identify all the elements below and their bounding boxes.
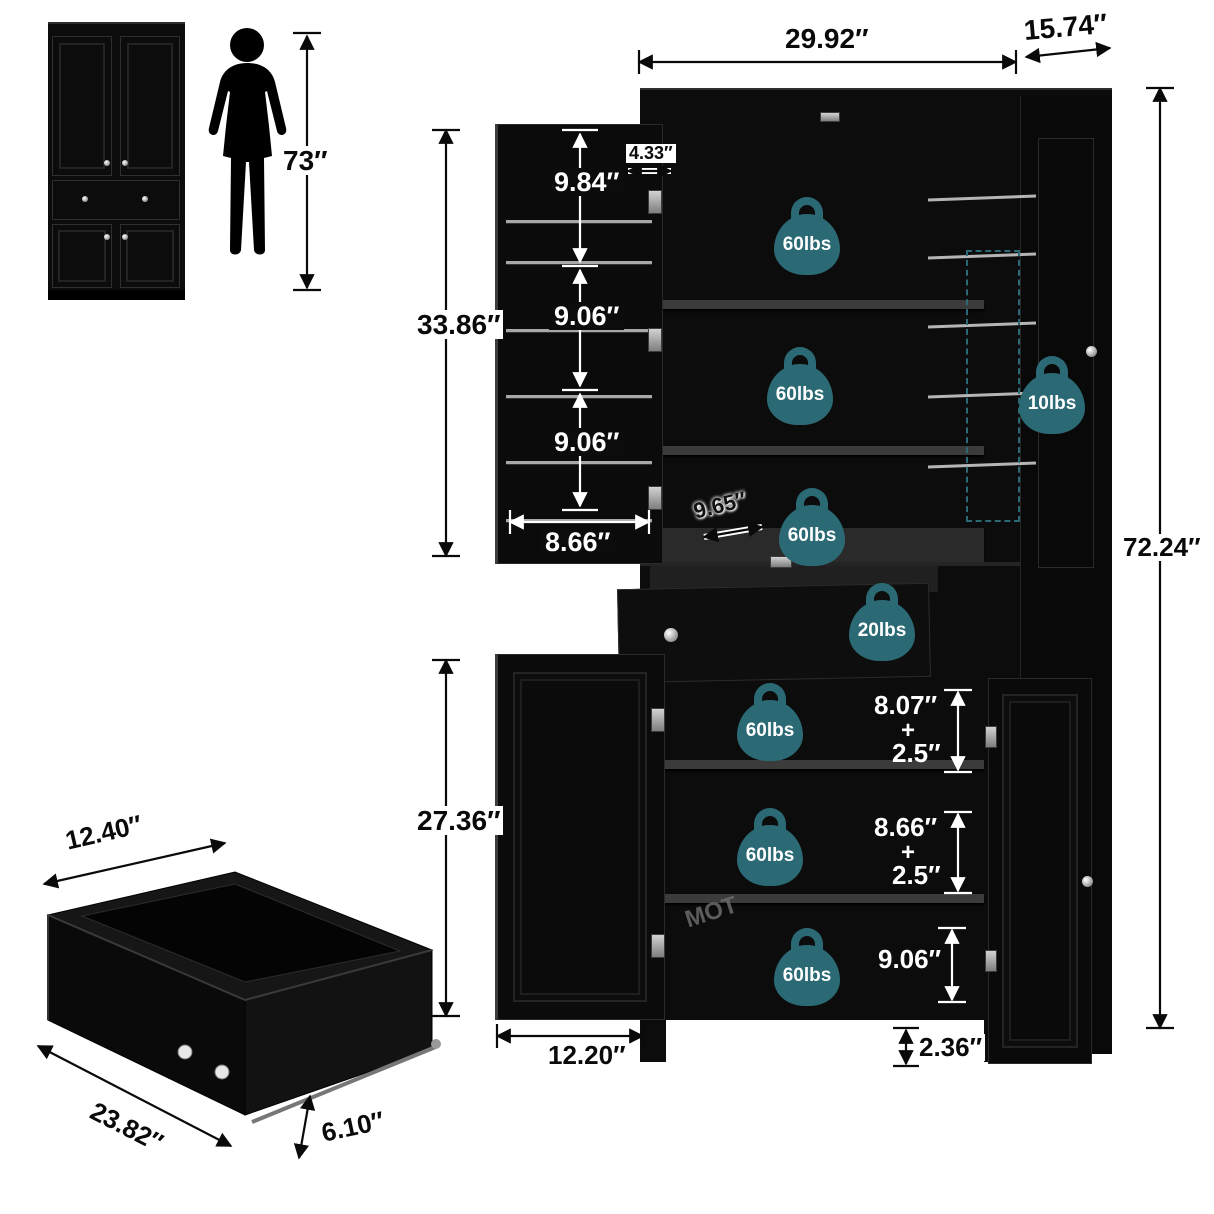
- drawer-detail-knob: [214, 1064, 230, 1080]
- weight-icon-handle: [866, 583, 898, 609]
- drawer-height-label: 6.10″: [318, 1105, 387, 1148]
- lower-shelf-edge: [664, 760, 984, 769]
- weight-badge-lower-shelf-2: 60lbs: [737, 808, 803, 888]
- lower-right-door: [988, 678, 1092, 1064]
- upper-right-door: [1038, 138, 1094, 568]
- thumb-lower-door-left: [52, 224, 112, 288]
- door-hinge: [651, 708, 665, 732]
- door-hinge: [648, 328, 662, 352]
- thumb-knob: [104, 234, 110, 240]
- mid-divider-edge: [640, 562, 1020, 566]
- shelf-spacing-label-1: 9.84″: [549, 168, 625, 196]
- shelf-spacing-label-3: 9.06″: [549, 428, 625, 456]
- door-hinge: [648, 486, 662, 510]
- thumb-knob: [142, 196, 148, 202]
- right-door-knob: [1082, 876, 1093, 887]
- weight-badge-upper-shelf-3: 60lbs: [779, 488, 845, 568]
- weight-capacity-label: 20lbs: [849, 600, 915, 661]
- door-hinge: [651, 934, 665, 958]
- lower-section-height-label: 27.36″: [414, 806, 504, 835]
- cabinet-left-leg: [640, 1018, 666, 1062]
- weight-badge-upper-shelf-1: 60lbs: [774, 197, 840, 277]
- thumb-knob: [122, 234, 128, 240]
- door-shelf-rail: [506, 519, 652, 522]
- lower-left-door: [495, 654, 665, 1020]
- thumb-upper-door-right: [120, 36, 180, 176]
- upper-shelf-edge: [660, 446, 984, 455]
- person-silhouette: [208, 28, 287, 255]
- weight-icon-handle: [796, 488, 828, 514]
- lower-right-door-panel: [1002, 694, 1078, 1048]
- weight-badge-lower-shelf-1: 60lbs: [737, 683, 803, 763]
- drawer-length-label: 23.82″: [85, 1095, 169, 1158]
- door-hinge: [985, 726, 997, 748]
- weight-icon-handle: [791, 197, 823, 223]
- closed-cabinet-thumbnail: [48, 22, 185, 300]
- lower-row2-plus-label: +: [901, 839, 916, 866]
- top-hinge: [820, 112, 840, 122]
- drawer-knob: [664, 628, 678, 642]
- lower-shelf-edge: [664, 894, 984, 903]
- drawer-isometric: [46, 871, 441, 1124]
- weight-capacity-label: 10lbs: [1019, 373, 1085, 434]
- mid-hinge: [770, 556, 792, 568]
- weight-icon-handle: [784, 347, 816, 373]
- upper-section-height-label: 33.86″: [414, 310, 504, 339]
- weight-capacity-label: 60lbs: [737, 700, 803, 761]
- weight-capacity-label: 60lbs: [779, 505, 845, 566]
- thumb-knob: [104, 160, 110, 166]
- thumb-upper-door-left: [52, 36, 112, 176]
- overall-height-label: 72.24″: [1120, 533, 1204, 562]
- weight-capacity-label: 60lbs: [774, 945, 840, 1006]
- drawer-slide-roller: [431, 1039, 441, 1049]
- thumb-drawer: [52, 180, 180, 220]
- lower-left-door-panel: [513, 672, 647, 1002]
- overall-depth-label: 15.74″: [1022, 7, 1109, 46]
- thumb-knob: [82, 196, 88, 202]
- weight-badge-drawer: 20lbs: [849, 583, 915, 663]
- door-hinge: [985, 950, 997, 972]
- weight-badge-lower-shelf-3: 60lbs: [774, 928, 840, 1008]
- lower-row2-extra-label: 2.5″: [892, 860, 941, 890]
- lower-row2-gap-label: 8.66″: [874, 812, 938, 842]
- thumb-base: [48, 290, 185, 300]
- person-height-label: 73″: [280, 146, 331, 175]
- weight-icon-handle: [754, 808, 786, 834]
- lower-row1-gap-label: 8.07″: [874, 690, 938, 720]
- door-shelf-rail: [506, 395, 652, 398]
- door-hinge: [648, 190, 662, 214]
- right-door-knob: [1086, 346, 1097, 357]
- weight-icon-handle: [791, 928, 823, 954]
- frame-gap-label: 4.33″: [626, 144, 676, 163]
- weight-capacity-label: 60lbs: [767, 364, 833, 425]
- weight-capacity-label: 60lbs: [774, 214, 840, 275]
- lower-row1-plus-label: +: [901, 717, 916, 744]
- thumb-lower-door-right: [120, 224, 180, 288]
- overall-width-label: 29.92″: [785, 23, 869, 54]
- door-shelf-rail: [506, 261, 652, 264]
- shelf-spacing-label-2: 9.06″: [549, 302, 625, 330]
- weight-badge-upper-shelf-2: 60lbs: [767, 347, 833, 427]
- door-shelf-rail: [506, 220, 652, 223]
- door-shelf-rail: [506, 461, 652, 464]
- upper-shelf-edge: [660, 300, 984, 309]
- weight-badge-door-rack: 10lbs: [1019, 356, 1085, 436]
- thumb-knob: [122, 160, 128, 166]
- lower-row1-extra-label: 2.5″: [892, 738, 941, 768]
- drawer-width-label: 12.40″: [62, 808, 145, 856]
- door-rack-highlight-box: [966, 250, 1020, 522]
- door-shelf-width-label: 8.66″: [540, 528, 616, 556]
- weight-icon-handle: [1036, 356, 1068, 382]
- drawer-detail-knob: [177, 1044, 193, 1060]
- base-height-label: 2.36″: [916, 1033, 986, 1062]
- drawer-slide-rail: [251, 1044, 439, 1124]
- lower-door-width-label: 12.20″: [548, 1040, 626, 1070]
- weight-capacity-label: 60lbs: [737, 825, 803, 886]
- lower-row3-gap-label: 9.06″: [878, 944, 942, 974]
- weight-icon-handle: [754, 683, 786, 709]
